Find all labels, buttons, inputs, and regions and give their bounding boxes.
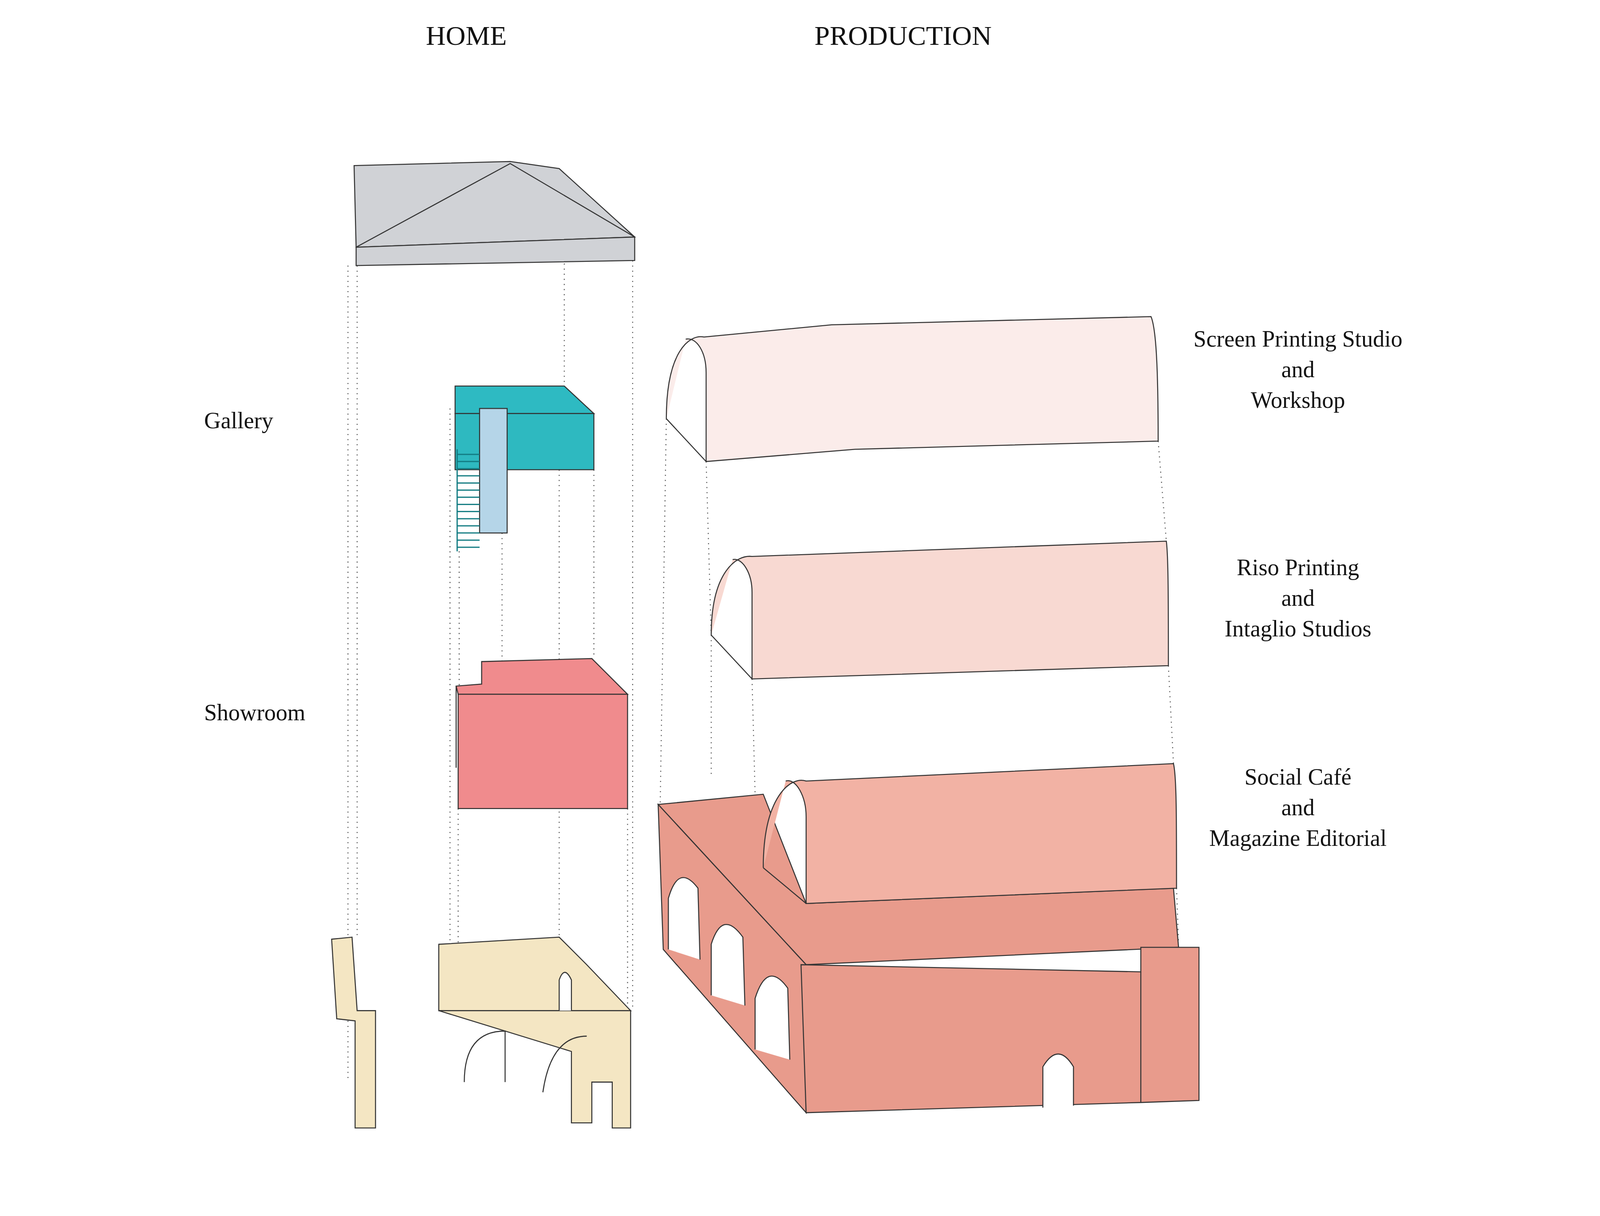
- level-label: Gallery: [204, 405, 274, 436]
- column-heading: HOME: [425, 20, 508, 52]
- level-label: Screen Printing Studio and Workshop: [1193, 323, 1403, 416]
- level-label: Showroom: [204, 697, 306, 728]
- level-label: Social Café and Magazine Editorial: [1209, 761, 1387, 854]
- level-label: Riso Printing and Intaglio Studios: [1224, 551, 1372, 644]
- column-heading: PRODUCTION: [814, 20, 992, 52]
